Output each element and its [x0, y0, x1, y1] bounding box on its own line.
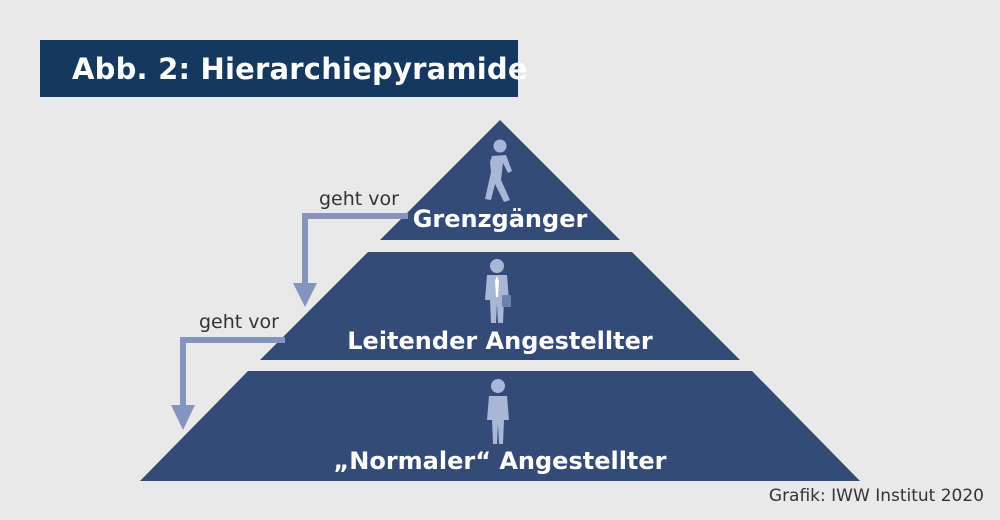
priority-arrow-2	[171, 337, 285, 430]
tier-label-bottom: „Normaler“ Angestellter	[333, 447, 666, 475]
tier-label-top: Grenzgänger	[413, 205, 588, 233]
source-credit: Grafik: IWW Institut 2020	[768, 486, 984, 506]
walking-person-icon	[485, 139, 512, 202]
tier-label-middle: Leitender Angestellter	[347, 327, 653, 355]
priority-arrow-1	[293, 213, 408, 307]
person-icon	[487, 379, 509, 444]
arrow-label-1: geht vor	[319, 188, 399, 210]
page-title: Abb. 2: Hierarchiepyramide	[72, 51, 528, 86]
arrow-label-2: geht vor	[199, 311, 279, 333]
businessman-icon	[485, 259, 511, 323]
title-banner: Abb. 2: Hierarchiepyramide	[40, 40, 528, 97]
